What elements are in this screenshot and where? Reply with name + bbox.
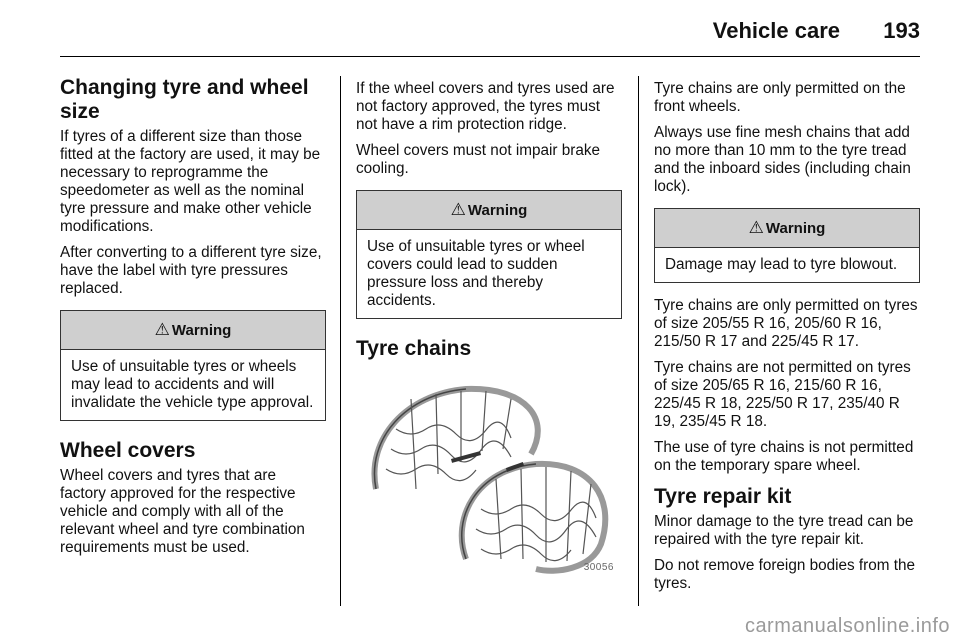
warning-title: Warning xyxy=(467,202,528,219)
paragraph: The use of tyre chains is not permitted … xyxy=(654,439,914,474)
warning-triangle-icon: ⚠ xyxy=(450,200,466,219)
column-divider xyxy=(340,76,341,606)
warning-text: Use of unsuitable tyres or wheels may le… xyxy=(71,358,314,411)
warning-header: ⚠Warning xyxy=(61,311,325,350)
warning-triangle-icon: ⚠ xyxy=(154,320,170,339)
tyre-chains-illustration: 30056 xyxy=(356,369,618,583)
paragraph: Minor damage to the tyre tread can be re… xyxy=(654,513,914,548)
paragraph: Tyre chains are not permitted on tyres o… xyxy=(654,359,911,430)
tyre-chain-drawing xyxy=(371,385,609,574)
heading-wheel-covers: Wheel covers xyxy=(60,439,196,462)
paragraph: If tyres of a different size than those … xyxy=(60,128,321,235)
heading-tyre-wheel-size: Changing tyre and wheel size xyxy=(60,76,309,123)
warning-title: Warning xyxy=(765,220,826,237)
warning-box: ⚠Warning Use of unsuitable tyres or whee… xyxy=(356,190,622,319)
heading-tyre-chains: Tyre chains xyxy=(356,337,472,360)
watermark: carmanualsonline.info xyxy=(744,615,950,637)
figure-number: 30056 xyxy=(583,562,614,573)
warning-title: Warning xyxy=(171,322,232,339)
page-header: Vehicle care 193 xyxy=(60,16,920,57)
column-middle: If the wheel covers and tyres used are n… xyxy=(356,80,622,583)
paragraph: Wheel covers and tyres that are factory … xyxy=(60,467,305,556)
warning-text: Use of unsuitable tyres or wheel covers … xyxy=(367,238,585,309)
column-divider xyxy=(638,76,639,606)
paragraph: Wheel covers must not impair brake cooli… xyxy=(356,142,600,177)
column-left: Changing tyre and wheel size If tyres of… xyxy=(60,62,326,565)
heading-tyre-repair-kit: Tyre repair kit xyxy=(654,485,792,508)
warning-header: ⚠Warning xyxy=(357,191,621,230)
paragraph: Tyre chains are only permitted on the fr… xyxy=(654,80,906,115)
warning-box: ⚠Warning Damage may lead to tyre blowout… xyxy=(654,208,920,283)
warning-text: Damage may lead to tyre blowout. xyxy=(665,256,898,273)
paragraph: Do not remove foreign bodies from the ty… xyxy=(654,557,916,592)
page-number: 193 xyxy=(883,18,920,43)
warning-triangle-icon: ⚠ xyxy=(748,218,764,237)
warning-header: ⚠Warning xyxy=(655,209,919,248)
section-title: Vehicle care xyxy=(712,18,840,43)
paragraph: After converting to a different tyre siz… xyxy=(60,244,322,297)
column-right: Tyre chains are only permitted on the fr… xyxy=(654,80,920,601)
paragraph: Tyre chains are only permitted on tyres … xyxy=(654,297,918,350)
paragraph: Always use fine mesh chains that add no … xyxy=(654,124,911,195)
paragraph: If the wheel covers and tyres used are n… xyxy=(356,80,615,133)
warning-box: ⚠Warning Use of unsuitable tyres or whee… xyxy=(60,310,326,421)
